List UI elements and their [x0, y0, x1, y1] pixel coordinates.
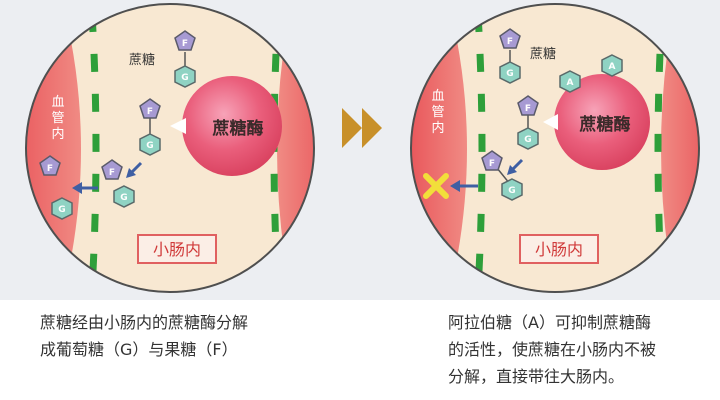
- fructose-icon: [499, 28, 521, 49]
- left-free-glucose-letter: G: [120, 193, 127, 203]
- forward-arrow-icon: [342, 108, 382, 148]
- glucose-icon: [501, 178, 523, 201]
- right-caption: 阿拉伯糖（A）可抑制蔗糖酶 的活性，使蔗糖在小肠内不被 分解，直接带往大肠内。: [448, 309, 656, 390]
- glucose-letter: G: [506, 69, 513, 79]
- left-free-fructose-letter: F: [109, 168, 115, 178]
- left-small-intestine-box: [137, 234, 217, 264]
- fructose-icon: [174, 30, 196, 51]
- left-sucrase-enzyme: [182, 76, 282, 176]
- left-panel: 血 管 内 蔗糖酶 蔗糖 F G F G F G: [25, 3, 315, 293]
- right-vessel-label-2: 管: [431, 105, 444, 120]
- right-small-intestine-label: 小肠内: [535, 240, 583, 259]
- glucose-letter: G: [146, 141, 153, 151]
- right-enzyme-notch: [543, 114, 558, 130]
- right-digestion-arrowhead: [507, 165, 517, 175]
- right-sucrose-molecule-mid: F G: [517, 95, 539, 150]
- left-sucrose-molecule-mid: F G: [139, 98, 161, 156]
- right-caption-line-3: 分解，直接带往大肠内。: [448, 367, 625, 386]
- glucose-letter: G: [508, 186, 515, 196]
- fructose-letter: F: [182, 39, 188, 49]
- fructose-icon: [481, 150, 503, 171]
- right-caption-line-2: 的活性，使蔗糖在小肠内不被: [448, 340, 657, 359]
- fructose-letter: F: [489, 159, 495, 169]
- left-vessel-fructose-icon: [39, 155, 61, 176]
- left-vessel-glucose-letter: G: [58, 205, 65, 215]
- left-circle-border: [25, 3, 315, 293]
- glucose-letter: G: [181, 73, 188, 83]
- right-membrane-wall: [474, 13, 486, 291]
- glucose-icon: [499, 61, 521, 84]
- left-digestion-arrow: [129, 161, 143, 175]
- left-caption-line-2: 成葡萄糖（G）与果糖（F）: [40, 340, 238, 359]
- right-sucrose-molecule-low: F G: [481, 150, 523, 201]
- left-vessel-fructose-letter: F: [47, 164, 53, 174]
- right-small-intestine-box: [519, 234, 599, 264]
- glucose-letter: G: [524, 135, 531, 145]
- right-vessel-label-3: 内: [431, 120, 444, 136]
- fructose-letter: F: [525, 104, 531, 114]
- fructose-letter: F: [147, 107, 153, 117]
- right-sucrose-label: 蔗糖: [530, 46, 556, 62]
- glucose-icon: [139, 133, 161, 156]
- left-free-glucose-icon: [113, 185, 135, 208]
- right-enzyme-label: 蔗糖酶: [579, 114, 631, 135]
- left-enzyme-label: 蔗糖酶: [212, 118, 264, 139]
- left-membrane-wall: [88, 13, 100, 291]
- left-free-fructose-icon: [101, 159, 123, 180]
- left-enzyme-notch: [170, 118, 186, 134]
- glucose-icon: [517, 127, 539, 150]
- arabinose-icon-2: [601, 54, 623, 77]
- right-sucrose-molecule-top: F G: [499, 28, 521, 84]
- right-right-vessel-region: [661, 4, 699, 292]
- left-sucrose-label: 蔗糖: [129, 52, 155, 68]
- right-absorption-arrowhead: [450, 180, 460, 192]
- fructose-icon: [517, 95, 539, 116]
- blocked-x-icon: [423, 173, 449, 199]
- right-digestion-arrow: [510, 158, 524, 172]
- left-caption-line-1: 蔗糖经由小肠内的蔗糖酶分解: [40, 313, 249, 332]
- left-digestion-arrowhead: [126, 168, 136, 178]
- left-right-vessel-region: [277, 4, 314, 292]
- arabinose-letter-2: A: [609, 62, 616, 72]
- fructose-icon: [139, 98, 161, 119]
- left-vessel-glucose-icon: [51, 197, 73, 220]
- left-vessel-label-2: 管: [51, 111, 64, 126]
- right-vessel-label-1: 血: [431, 89, 444, 104]
- right-panel: 血 管 内 蔗糖酶 蔗糖 F G A A F G: [410, 3, 700, 293]
- left-blood-vessel-region: [26, 4, 81, 292]
- left-caption: 蔗糖经由小肠内的蔗糖酶分解 成葡萄糖（G）与果糖（F）: [40, 309, 248, 363]
- left-sucrose-molecule-top: F G: [174, 30, 196, 88]
- left-absorption-arrowhead: [72, 182, 82, 194]
- left-vessel-label-1: 血: [51, 95, 64, 110]
- left-vessel-label-3: 内: [51, 126, 64, 142]
- fructose-letter: F: [507, 37, 513, 47]
- left-small-intestine-label: 小肠内: [153, 240, 201, 259]
- right-circle-border: [410, 3, 700, 293]
- glucose-icon: [174, 65, 196, 88]
- arabinose-letter: A: [567, 78, 574, 88]
- arabinose-icon: [559, 70, 581, 93]
- right-sucrase-enzyme: [554, 74, 650, 170]
- right-caption-line-1: 阿拉伯糖（A）可抑制蔗糖酶: [448, 313, 651, 332]
